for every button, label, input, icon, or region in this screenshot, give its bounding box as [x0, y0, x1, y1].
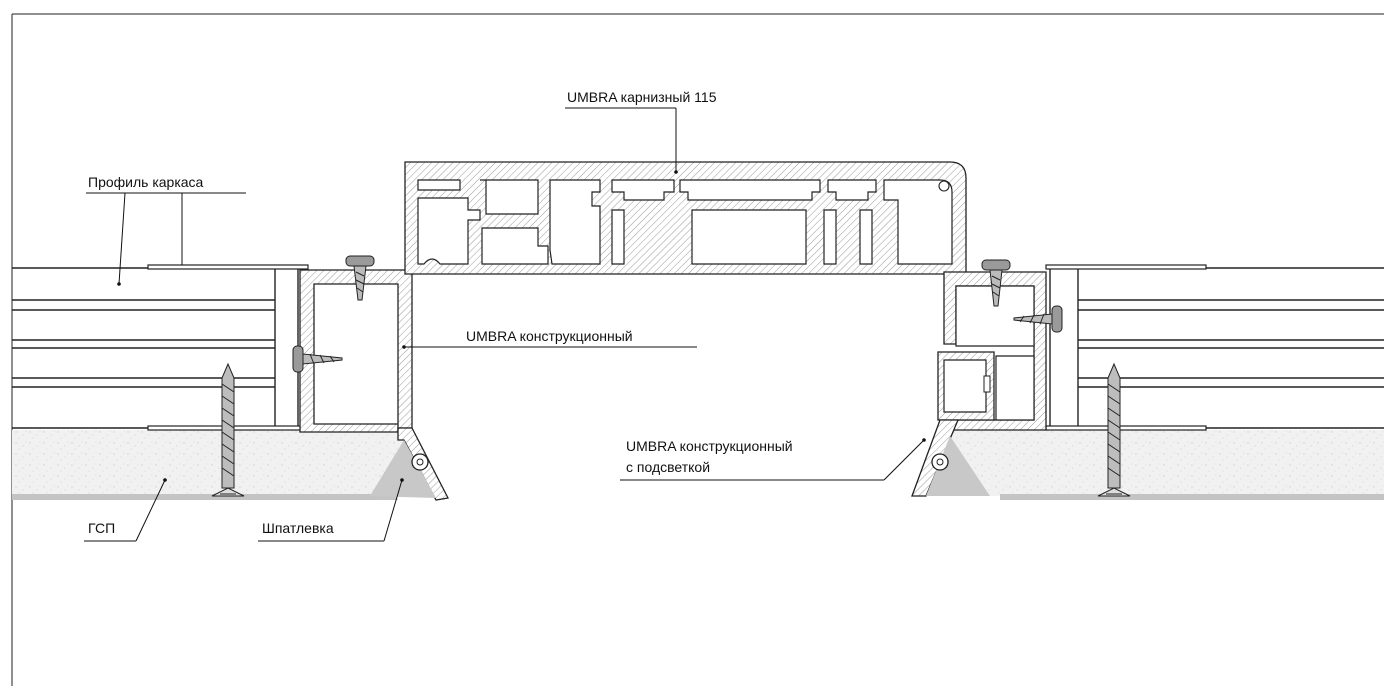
- label-putty: Шпатлевка: [262, 520, 334, 536]
- screw-top-right-icon: [981, 259, 1011, 307]
- drywall-left: [12, 430, 412, 496]
- drywall-screw-right-icon: [1097, 362, 1131, 497]
- left-assembly: [12, 255, 449, 501]
- screw-top-left-icon: [345, 255, 375, 301]
- structural-lit-profile-right: [911, 271, 1047, 497]
- right-assembly: [911, 259, 1384, 500]
- screw-side-left-icon: [292, 345, 343, 373]
- label-frame-profile: Профиль каркаса: [88, 174, 204, 190]
- cornice-profile: [404, 161, 967, 275]
- screw-side-right-icon: [1013, 305, 1063, 333]
- drywall-screw-left-icon: [211, 362, 245, 497]
- drywall-right-shadow: [1000, 494, 1384, 500]
- frame-profile-right: [1045, 264, 1384, 431]
- label-structural: UMBRA конструкционный: [466, 328, 633, 344]
- label-cornice: UMBRA карнизный 115: [567, 89, 717, 105]
- label-gsp: ГСП: [88, 520, 115, 536]
- drywall-right: [938, 430, 1384, 496]
- structural-profile-left: [299, 269, 449, 501]
- label-structural-lit-line1: UMBRA конструкционный: [626, 438, 793, 454]
- label-structural-lit-line2: с подсветкой: [626, 459, 710, 475]
- frame-profile-left: [12, 264, 309, 431]
- drywall-left-shadow: [12, 494, 398, 500]
